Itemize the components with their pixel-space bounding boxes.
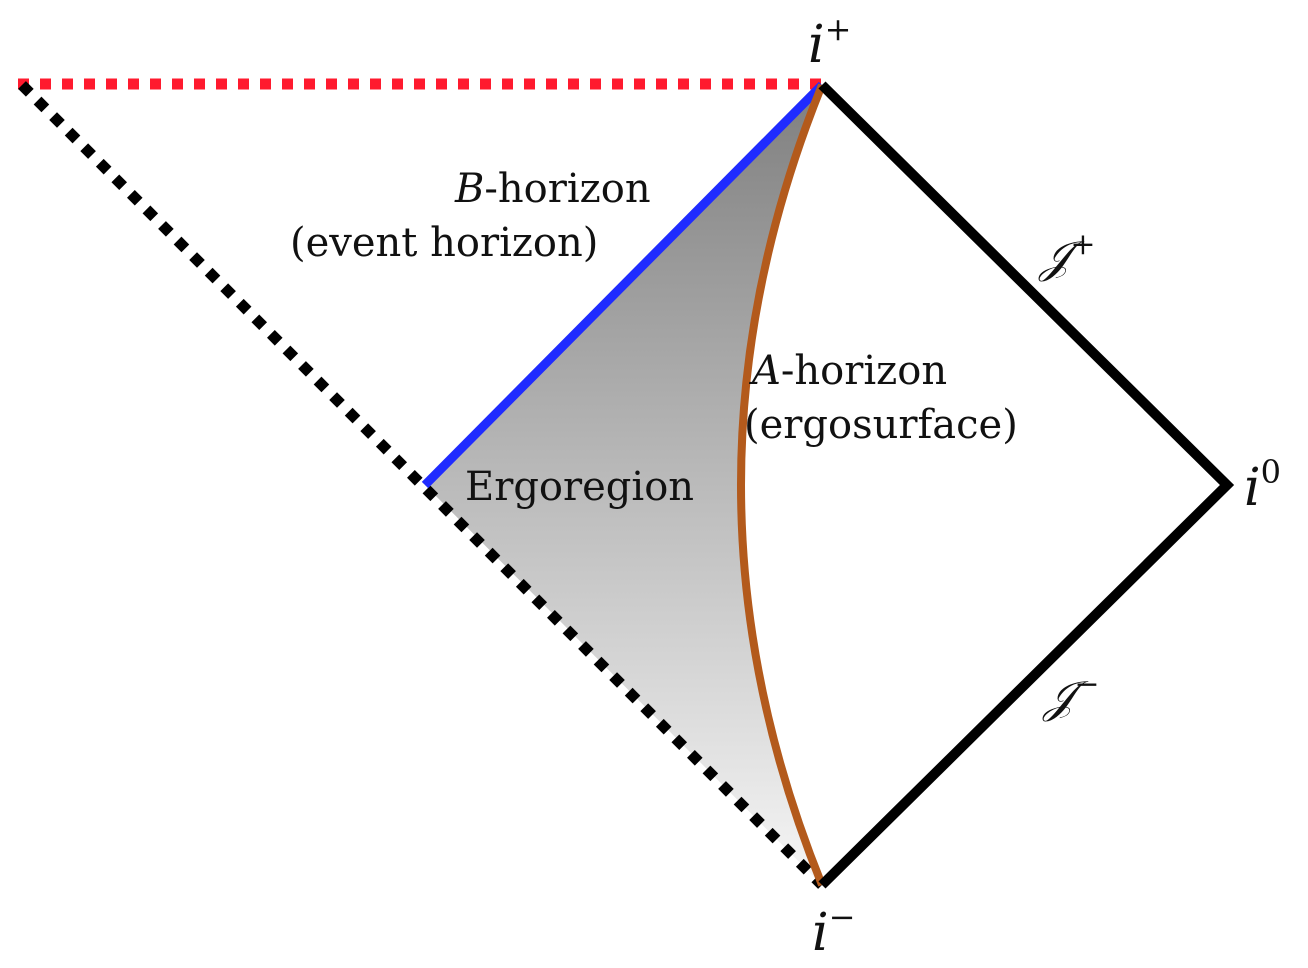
i-zero-label: i0 <box>1244 453 1281 518</box>
i-plus-label: i+ <box>808 10 851 75</box>
scri-boundary <box>818 81 1235 889</box>
i-minus-label: i− <box>812 898 855 963</box>
a-horizon-label: A-horizon <box>748 348 947 394</box>
b-horizon-label: B-horizon <box>454 166 651 212</box>
ergoregion-shading <box>425 85 822 885</box>
event-horizon-line <box>421 81 826 489</box>
event-horizon-sublabel: (event horizon) <box>290 220 598 266</box>
scri-minus-label: 𝒥− <box>1042 667 1100 723</box>
scri-plus-label: 𝒥+ <box>1038 227 1096 283</box>
ergosurface-sublabel: (ergosurface) <box>744 402 1018 448</box>
ergosurface-curve <box>737 83 826 887</box>
ergoregion-label: Ergoregion <box>465 464 694 510</box>
